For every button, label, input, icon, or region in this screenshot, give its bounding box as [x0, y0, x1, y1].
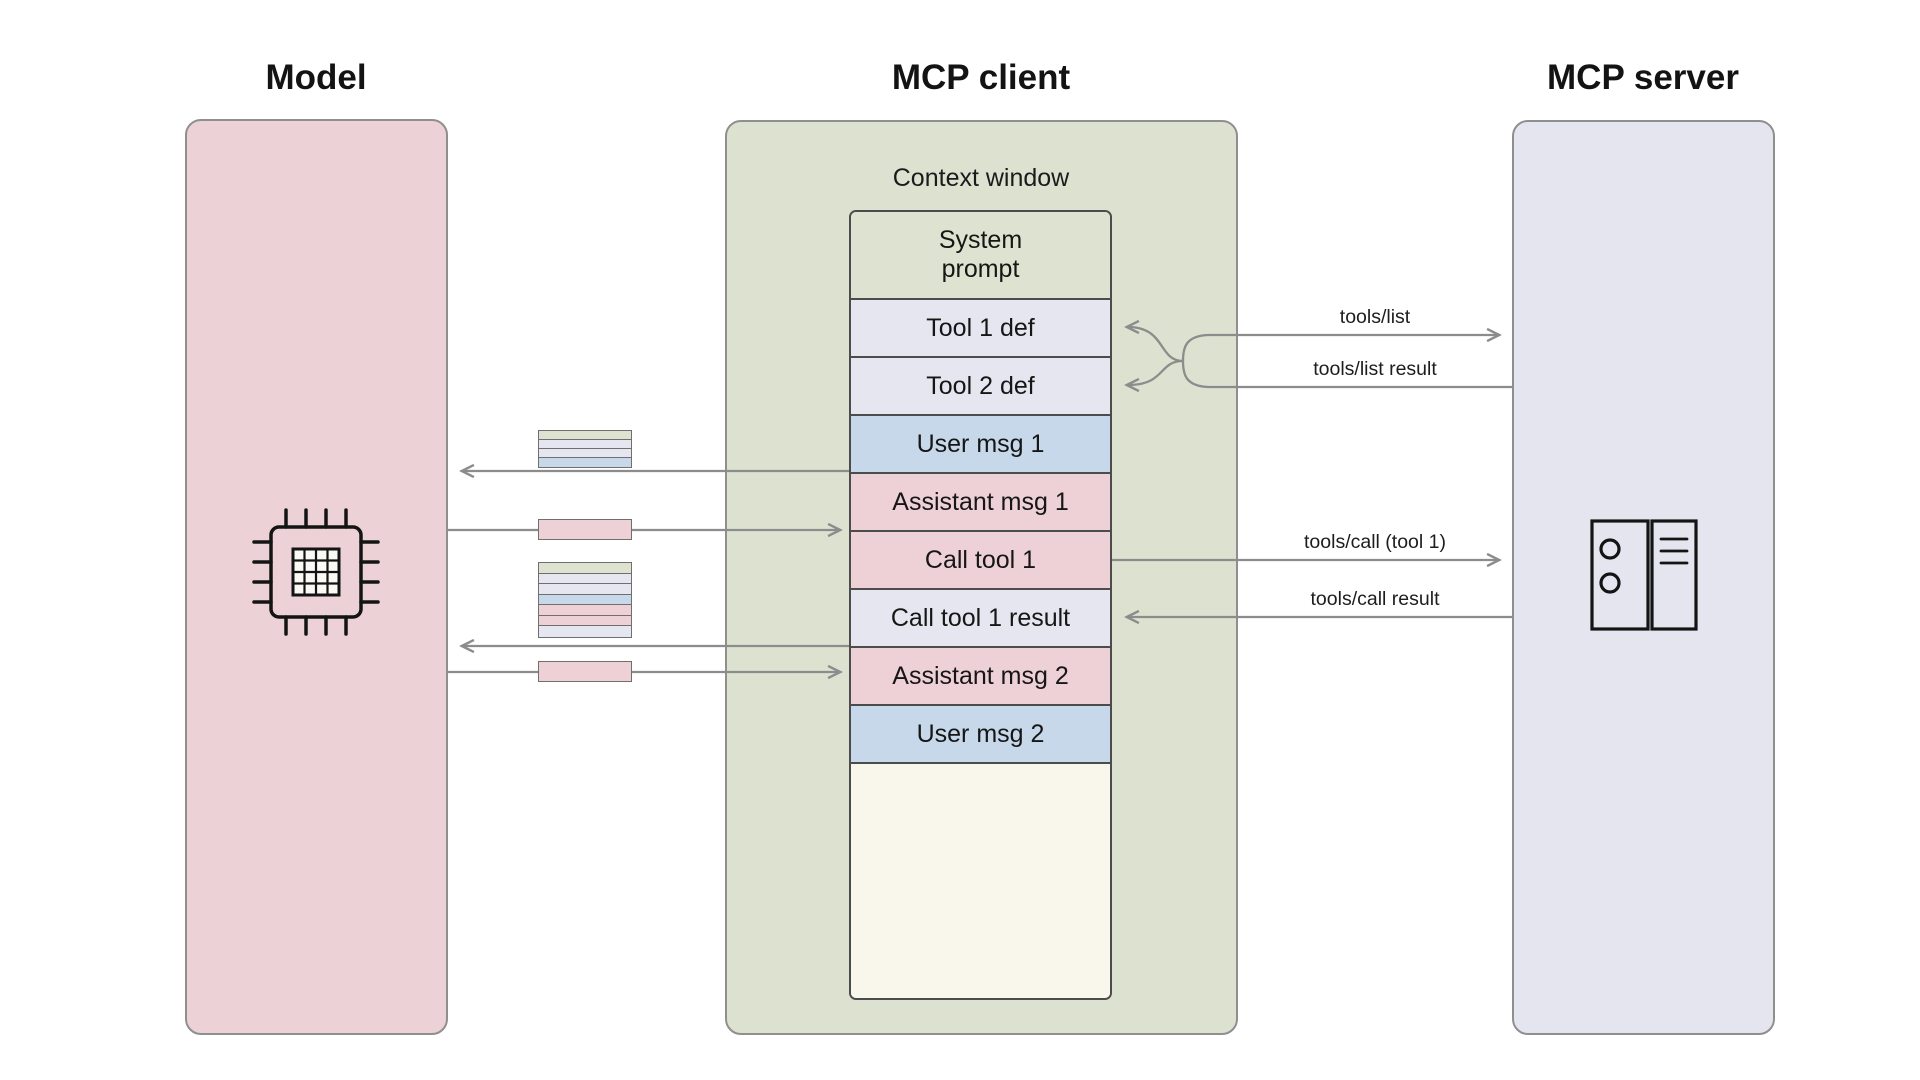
context-block-tool-2-def: Tool 2 def	[851, 358, 1110, 416]
context-block-user-msg-1: User msg 1	[851, 416, 1110, 474]
assistant-reply-block-icon-2	[538, 661, 632, 682]
model-panel-title: Model	[265, 58, 367, 97]
assistant-reply-block-icon-1	[538, 519, 632, 540]
mcp-server-panel	[1512, 120, 1775, 1035]
context-snapshot-icon-2	[538, 562, 632, 638]
context-block-call-tool-1-result: Call tool 1 result	[851, 590, 1110, 648]
context-window-label: Context window	[892, 164, 1070, 192]
tools-list-label: tools/list	[1339, 306, 1411, 328]
mcp-server-panel-title: MCP server	[1547, 58, 1739, 97]
context-block-user-msg-2: User msg 2	[851, 706, 1110, 764]
server-icon	[1590, 519, 1698, 631]
context-block-call-tool-1: Call tool 1	[851, 532, 1110, 590]
mcp-client-panel-title: MCP client	[891, 58, 1071, 97]
tools-list-result-label: tools/list result	[1313, 358, 1437, 380]
context-block-tool-1-def: Tool 1 def	[851, 300, 1110, 358]
context-block-assistant-msg-2: Assistant msg 2	[851, 648, 1110, 706]
context-window-free-space	[851, 764, 1110, 998]
model-chip-icon	[252, 508, 380, 636]
context-snapshot-icon-1	[538, 430, 632, 468]
tools-call-result-label: tools/call result	[1310, 588, 1440, 610]
context-block-system-prompt: System prompt	[851, 212, 1110, 300]
context-block-assistant-msg-1: Assistant msg 1	[851, 474, 1110, 532]
tools-call-label: tools/call (tool 1)	[1304, 531, 1446, 553]
